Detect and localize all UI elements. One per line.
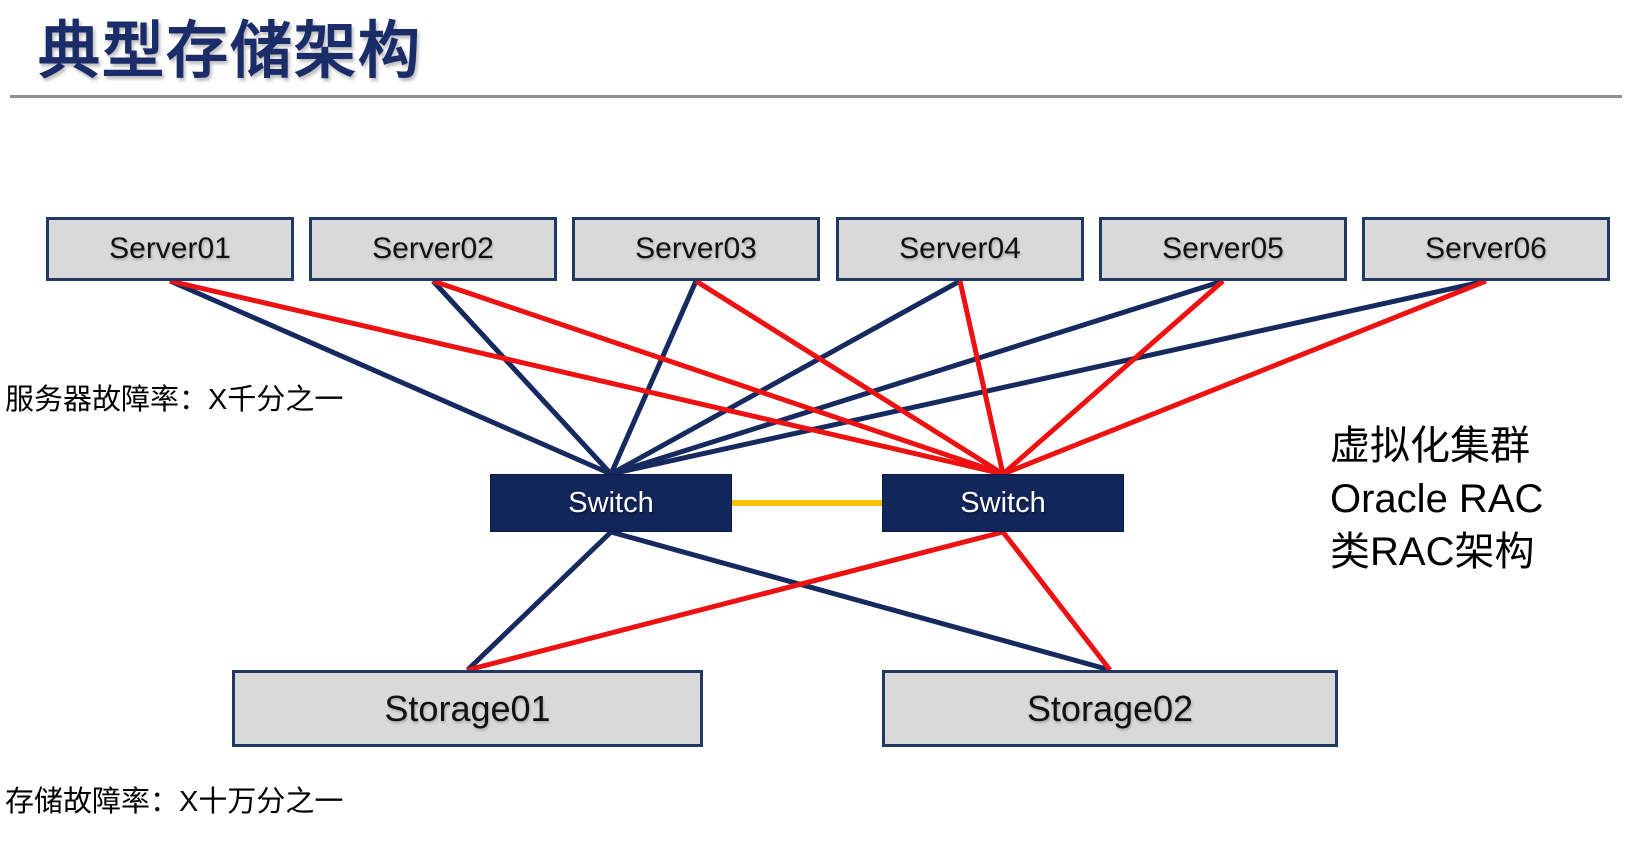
server-label: Server05 <box>1162 232 1284 265</box>
storage-label: Storage02 <box>1026 687 1194 729</box>
edge-server4-switch2 <box>957 280 1006 475</box>
storage-node-1: Storage01 <box>232 670 703 747</box>
cluster-note-line-2: Oracle RAC <box>1330 477 1544 521</box>
edge-server2-switch1 <box>431 279 613 476</box>
server-node-3: Server03 <box>572 217 820 281</box>
switch-label: Switch <box>960 486 1046 519</box>
edge-switch2-storage2 <box>1001 530 1112 672</box>
server-label: Server06 <box>1425 232 1547 265</box>
edge-server2-switch2 <box>432 278 1004 477</box>
server-label: Server04 <box>899 232 1021 265</box>
server-node-1: Server01 <box>46 217 294 281</box>
storage-node-2: Storage02 <box>882 670 1338 747</box>
cluster-note: 虚拟化集群 Oracle RAC 类RAC架构 <box>1330 420 1543 579</box>
server-label: Server01 <box>109 232 231 265</box>
server-node-4: Server04 <box>836 217 1084 281</box>
edge-server3-switch2 <box>694 278 1005 477</box>
server-label: Server02 <box>372 232 494 265</box>
server-node-6: Server06 <box>1362 217 1610 281</box>
server-node-5: Server05 <box>1099 217 1347 281</box>
server-label: Server03 <box>635 232 757 265</box>
title-underline <box>10 95 1622 98</box>
edge-server4-switch1 <box>609 278 962 477</box>
edge-server5-switch1 <box>610 278 1224 477</box>
edge-server5-switch2 <box>1001 279 1225 476</box>
switch-node-1: Switch <box>490 474 732 532</box>
switch-node-2: Switch <box>882 474 1124 532</box>
edge-server1-switch2 <box>169 278 1004 477</box>
switch-label: Switch <box>568 486 654 519</box>
storage-failure-rate-label: 存储故障率：X十万分之一 <box>5 786 344 818</box>
cluster-note-line-1: 虚拟化集群 <box>1330 424 1530 468</box>
edge-server6-switch2 <box>1002 278 1487 477</box>
page-title: 典型存储架构 <box>38 17 423 86</box>
server-failure-rate-label: 服务器故障率：X千分之一 <box>5 384 344 416</box>
edge-switch2-storage1 <box>466 529 1004 673</box>
edge-server1-switch1 <box>168 278 613 477</box>
edge-server6-switch1 <box>610 278 1487 477</box>
cluster-note-line-3: 类RAC架构 <box>1330 530 1535 574</box>
edge-server3-switch1 <box>608 279 699 476</box>
storage-label: Storage01 <box>384 687 551 729</box>
edge-switch1-storage1 <box>465 530 613 672</box>
server-node-2: Server02 <box>309 217 557 281</box>
edge-switch1-storage2 <box>610 529 1111 673</box>
